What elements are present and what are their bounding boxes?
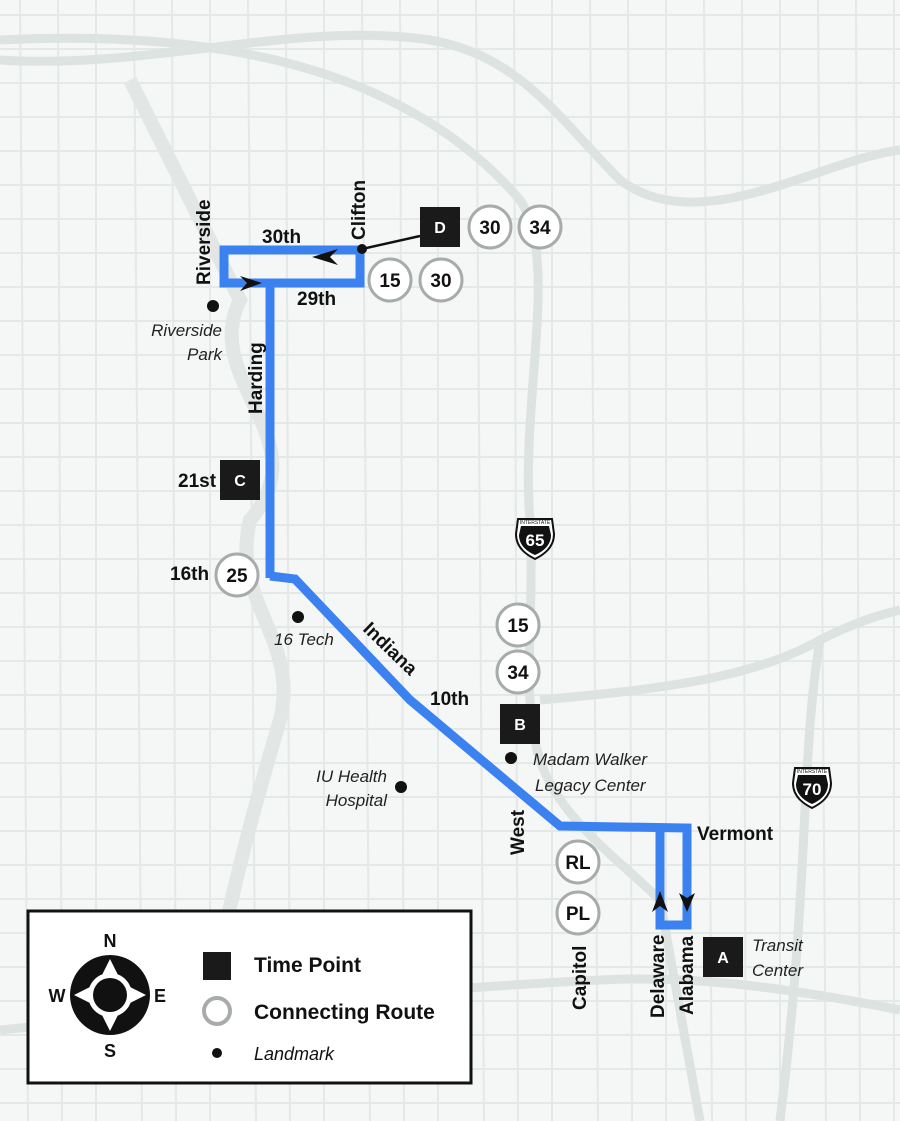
legend-connecting-route-label: Connecting Route [254,1001,435,1024]
street-line [703,0,713,1121]
street-label-alabama: Alabama [677,935,698,1015]
landmark-transit-center: Transit [752,936,804,955]
street-label-16th: 16th [170,564,209,585]
route-number: 25 [226,566,248,587]
street-label-21st: 21st [178,471,217,492]
street-label-capitol: Capitol [570,946,591,1010]
landmark-iu-health: Hospital [326,791,389,810]
direction-arrow-icon [679,893,695,912]
leader-line [361,234,421,251]
interstate-65-shield-icon: INTERSTATE 65 [514,518,556,561]
time-points: D C B A [220,207,743,977]
route-path [219,245,692,930]
landmark-madam-walker: Legacy Center [535,776,647,795]
landmark-dot [292,611,304,623]
route-number: 15 [379,271,401,292]
stop-dot [357,244,367,254]
compass-west: W [49,986,66,1006]
street-line [741,0,747,1121]
route-number: 15 [507,616,529,637]
direction-arrow-icon [652,891,668,912]
route-number: PL [566,904,591,925]
time-point-label: B [514,717,526,734]
street-label-vermont: Vermont [697,824,774,845]
connecting-route-pl[interactable]: PL [555,890,601,936]
street-label-riverside: Riverside [194,199,215,285]
route-number: 30 [430,271,451,292]
bus-route [219,245,695,930]
shield-label: INTERSTATE [797,769,828,775]
landmark-legend-icon [212,1048,222,1058]
route-number: 34 [507,663,529,684]
connecting-route-rl[interactable]: RL [555,839,601,885]
connecting-route-34[interactable]: 34 [517,204,563,250]
landmark-madam-walker: Madam Walker [533,750,648,769]
landmark-dot [505,752,517,764]
time-point-d[interactable]: D [420,207,460,247]
time-point-label: D [434,220,446,237]
direction-arrow-icon [312,249,338,265]
legend-landmark-label: Landmark [254,1044,335,1064]
street-line [855,0,861,1121]
route-number: RL [565,853,591,874]
shield-number: 70 [803,780,822,799]
compass-rose-icon: N S W E [49,931,167,1061]
time-point-label: A [717,950,729,967]
interstate-70-shield-icon: INTERSTATE 70 [791,767,833,810]
time-point-legend-icon [203,952,231,980]
time-point-b[interactable]: B [500,704,540,744]
connecting-route-30[interactable]: 30 [467,204,513,250]
compass-east: E [154,986,166,1006]
time-point-label: C [234,473,246,490]
street-line [817,0,827,1121]
compass-north: N [104,931,117,951]
connecting-route-15[interactable]: 15 [495,602,541,648]
landmark-transit-center: Center [752,961,804,980]
connecting-route-34[interactable]: 34 [495,649,541,695]
legend-time-point-label: Time Point [254,954,361,977]
landmark-riverside-park: Park [187,345,223,364]
connecting-route-legend-icon [202,996,232,1026]
connecting-route-15[interactable]: 15 [367,257,413,303]
shield-label: INTERSTATE [520,520,551,526]
direction-arrow-icon [240,276,262,291]
street-label-delaware: Delaware [648,935,669,1018]
street-line [513,0,519,1121]
street-label-10th: 10th [430,689,469,710]
street-label-29th: 29th [297,289,336,310]
legend: N S W E Time Point Connecting Route Land… [26,909,473,1085]
landmarks: Riverside Park 16 Tech IU Health Hospita… [151,300,804,980]
street-label-clifton: Clifton [349,180,370,240]
time-point-c[interactable]: C [220,460,260,500]
street-line [475,0,485,1121]
shield-number: 65 [526,531,545,550]
landmark-iu-health: IU Health [316,767,387,786]
connecting-route-25[interactable]: 25 [214,552,260,598]
street-labels: Riverside 30th Clifton 29th Harding 21st… [170,180,774,1018]
route-number: 30 [479,218,500,239]
street-label-west: West [508,809,529,855]
time-point-a[interactable]: A [703,937,743,977]
route-number: 34 [529,218,551,239]
connecting-route-30[interactable]: 30 [418,257,464,303]
landmark-dot [207,300,219,312]
street-line [589,0,599,1121]
landmark-riverside-park: Riverside [151,321,222,340]
compass-south: S [104,1041,116,1061]
landmark-16-tech: 16 Tech [274,630,334,649]
street-label-30th: 30th [262,227,301,248]
landmark-dot [395,781,407,793]
street-label-harding: Harding [246,342,267,414]
connecting-routes: 30 34 15 30 25 15 34 RL PL [214,204,601,936]
